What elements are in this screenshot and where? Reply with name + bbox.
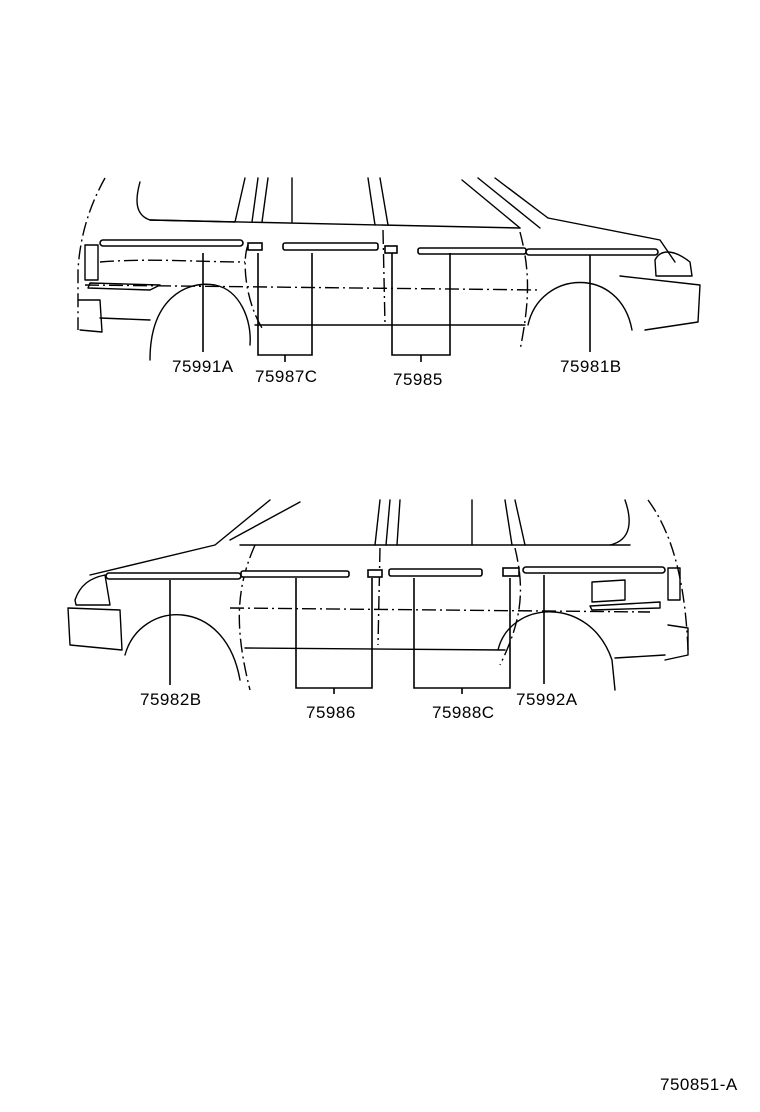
lower-door-front-edge <box>238 544 256 691</box>
lower-taillight <box>667 567 681 601</box>
upper-taillight <box>84 244 99 281</box>
upper-molding-front-fender <box>525 248 659 256</box>
lower-label-75992A: 75992A <box>516 690 578 709</box>
lower-molding-rear-door-small <box>502 567 520 577</box>
lower-front-wheel-arch <box>124 614 241 681</box>
upper-front-bumper <box>619 275 701 331</box>
lower-rear-wheel-arch <box>497 611 616 691</box>
upper-label-75981B: 75981B <box>560 357 622 376</box>
upper-rear-pillar <box>77 177 106 330</box>
upper-molding-rear-quarter <box>99 239 244 247</box>
lower-front-bumper <box>67 607 123 651</box>
upper-rear-bumper <box>77 299 103 333</box>
lower-label-75988C: 75988C <box>432 703 495 722</box>
upper-molding-front-door <box>417 247 527 255</box>
lower-rear-bumper <box>664 624 689 661</box>
upper-car-view: 75991A 75987C 75985 75981B <box>77 177 701 389</box>
upper-front-wheel-arch <box>527 281 633 331</box>
upper-c-pillar <box>251 177 269 223</box>
illustration-number: 750851-A <box>660 1075 738 1094</box>
upper-upper-crease <box>99 259 246 263</box>
upper-label-75987C: 75987C <box>255 367 318 386</box>
upper-rocker <box>99 317 526 326</box>
upper-headlight <box>654 251 693 277</box>
lower-a-pillar <box>374 499 401 546</box>
upper-roof-rail <box>149 219 521 229</box>
upper-rear-quarter-window <box>136 177 246 223</box>
upper-label-75985: 75985 <box>393 370 443 389</box>
lower-rear-quarter-marker <box>589 601 661 611</box>
lower-molding-front-door <box>240 570 350 578</box>
lower-hood <box>89 499 301 576</box>
lower-door-rear-edge <box>499 547 522 666</box>
upper-leader-75987C <box>257 253 313 362</box>
upper-leader-75985 <box>391 253 451 362</box>
upper-molding-front-door-small <box>384 245 398 254</box>
lower-label-75986: 75986 <box>306 703 356 722</box>
lower-headlight <box>74 574 111 606</box>
lower-lower-crease <box>229 607 651 613</box>
lower-rocker <box>244 647 666 659</box>
lower-label-75982B: 75982B <box>140 690 202 709</box>
lower-molding-rear-door <box>388 568 483 577</box>
upper-b-pillar <box>291 177 389 226</box>
upper-front-window <box>461 177 549 229</box>
lower-rear-pillar <box>647 499 689 651</box>
upper-door-center-edge <box>382 229 386 326</box>
upper-molding-rear-door-small <box>247 242 263 251</box>
upper-molding-rear-door <box>282 242 379 251</box>
lower-door-center-edge <box>377 547 381 646</box>
upper-door-front-edge <box>519 231 529 351</box>
upper-hood <box>547 217 676 263</box>
lower-rear-quarter-window <box>609 499 630 546</box>
upper-label-75991A: 75991A <box>172 357 234 376</box>
lower-leader-75988C <box>413 578 511 694</box>
lower-molding-front-fender <box>105 572 242 580</box>
lower-b-pillar <box>471 499 526 546</box>
lower-leader-75986 <box>295 578 373 694</box>
lower-molding-rear-quarter <box>522 566 666 574</box>
lower-molding-front-door-small <box>367 569 383 578</box>
upper-side-marker <box>87 282 161 291</box>
lower-car-view: 75982B 75986 75988C 75992A <box>67 499 689 722</box>
upper-rear-wheel-arch <box>149 283 251 361</box>
lower-fuel-door <box>591 579 626 603</box>
